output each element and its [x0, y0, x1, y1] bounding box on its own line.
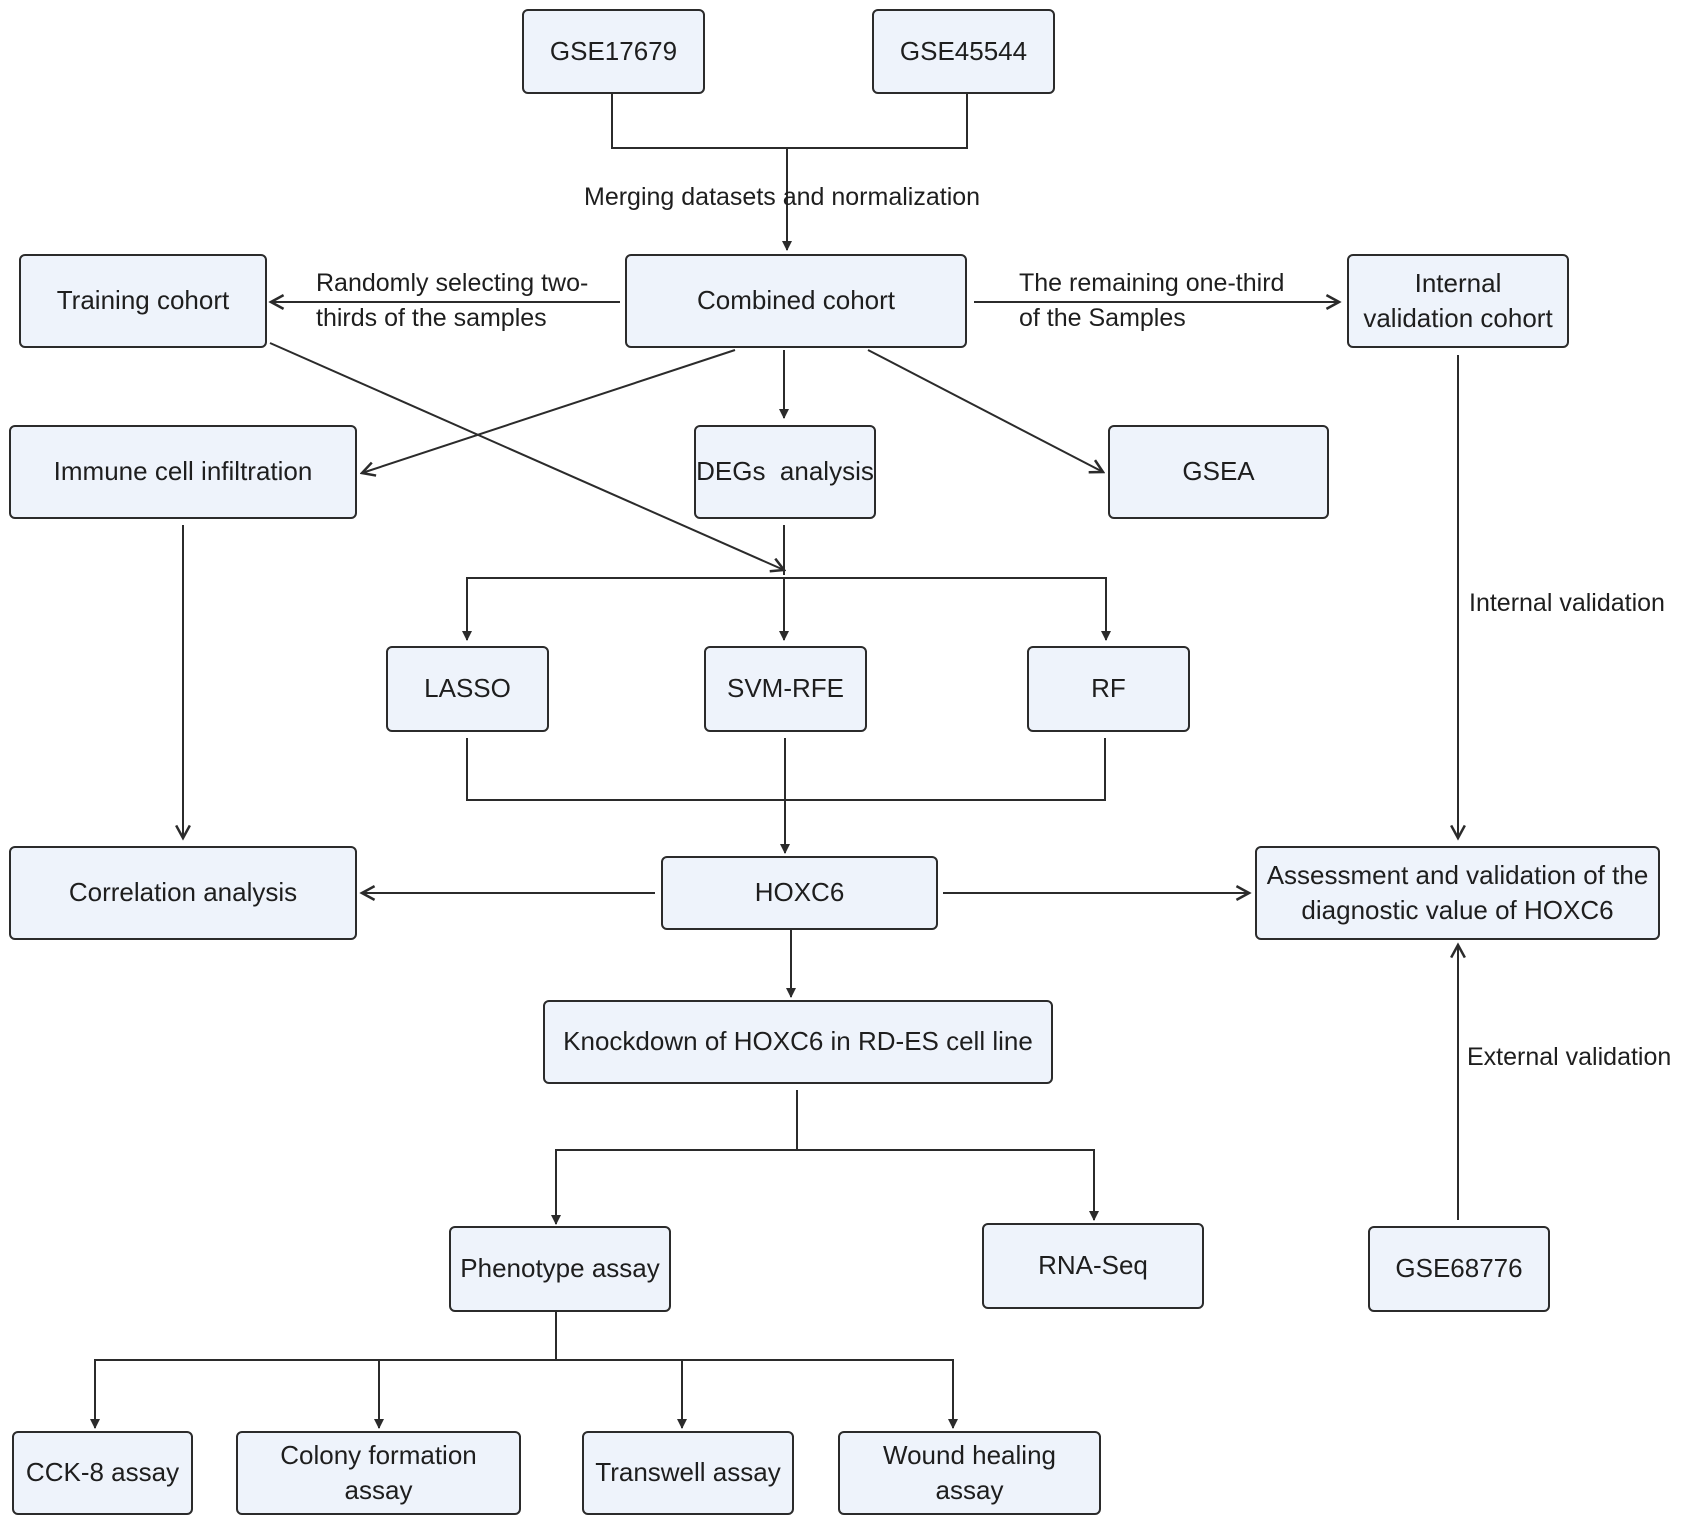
assessment-label-line1: Assessment and validation of the: [1266, 859, 1649, 890]
rna-seq-label: RNA-Seq: [1038, 1250, 1148, 1281]
phenotype-assay-label: Phenotype assay: [460, 1253, 660, 1284]
training-cohort-node: Training cohort: [19, 254, 267, 348]
assessment-node: Assessment and validation of the diagnos…: [1255, 846, 1660, 940]
internal-validation-label: Internal validation: [1469, 589, 1665, 617]
gsea-node: GSEA: [1108, 425, 1329, 519]
immune-cell-infiltration-node: Immune cell infiltration: [9, 425, 357, 519]
immune-cell-infiltration-label: Immune cell infiltration: [53, 456, 313, 487]
random-selection-label-line2: thirds of the samples: [316, 304, 547, 332]
lasso-node: LASSO: [386, 646, 549, 732]
hoxc6-node: HOXC6: [661, 856, 938, 930]
combined-cohort-node: Combined cohort: [625, 254, 967, 348]
transwell-assay-node: Transwell assay: [582, 1431, 794, 1515]
knockdown-label: Knockdown of HOXC6 in RD-ES cell line: [563, 1026, 1033, 1057]
random-selection-label-line1: Randomly selecting two-: [316, 269, 589, 297]
rf-node: RF: [1027, 646, 1190, 732]
cck8-assay-label: CCK-8 assay: [25, 1457, 180, 1488]
gse45544-node: GSE45544: [872, 9, 1055, 94]
remaining-label-line1: The remaining one-third: [1019, 269, 1285, 297]
external-validation-label: External validation: [1467, 1043, 1672, 1071]
knockdown-split-line: [555, 1149, 1095, 1224]
degs-analysis-node: DEGs analysis: [694, 425, 876, 519]
cck8-assay-node: CCK-8 assay: [12, 1431, 193, 1515]
assessment-label-line2: diagnostic value of HOXC6: [1301, 895, 1614, 925]
phenotype-split-line: [94, 1359, 954, 1428]
random-selection-label: Randomly selecting two- thirds of the sa…: [316, 266, 588, 336]
gse17679-label: GSE17679: [549, 35, 678, 66]
merge-bracket: [611, 92, 968, 149]
remaining-label-line2: of the Samples: [1019, 304, 1186, 332]
gse17679-node: GSE17679: [522, 9, 705, 94]
correlation-analysis-node: Correlation analysis: [9, 846, 357, 940]
internal-validation-cohort-node: Internal validation cohort: [1347, 254, 1569, 348]
combined-cohort-label: Combined cohort: [697, 285, 895, 316]
degs-analysis-label: DEGs analysis: [696, 456, 874, 487]
lasso-label: LASSO: [424, 673, 511, 704]
colony-formation-assay-label: Colony formation assay: [280, 1439, 477, 1505]
hoxc6-label: HOXC6: [754, 877, 845, 908]
svm-rfe-label: SVM-RFE: [727, 673, 844, 704]
training-cohort-label: Training cohort: [56, 285, 230, 316]
internal-validation-cohort-label-line1: Internal: [1414, 267, 1502, 298]
gsea-label: GSEA: [1182, 456, 1255, 487]
wound-healing-assay-node: Wound healing assay: [838, 1431, 1101, 1515]
phenotype-assay-node: Phenotype assay: [449, 1226, 671, 1312]
merging-label: Merging datasets and normalization: [584, 183, 981, 211]
gse68776-label: GSE68776: [1395, 1253, 1523, 1284]
transwell-assay-label: Transwell assay: [595, 1457, 781, 1488]
svm-rfe-node: SVM-RFE: [704, 646, 867, 732]
combined-to-gsea-arrow: [867, 349, 1103, 472]
rna-seq-node: RNA-Seq: [982, 1223, 1204, 1309]
rf-label: RF: [1091, 673, 1126, 704]
combined-to-immune-arrow: [362, 349, 736, 473]
knockdown-node: Knockdown of HOXC6 in RD-ES cell line: [543, 1000, 1053, 1084]
remaining-label: The remaining one-third of the Samples: [1019, 266, 1284, 336]
internal-validation-cohort-label-line2: validation cohort: [1363, 303, 1553, 333]
gse45544-label: GSE45544: [899, 35, 1028, 66]
selection-split-line: [466, 577, 1107, 640]
colony-formation-assay-node: Colony formation assay: [236, 1431, 521, 1515]
correlation-analysis-label: Correlation analysis: [68, 877, 298, 908]
gse68776-node: GSE68776: [1368, 1226, 1550, 1312]
wound-healing-assay-label: Wound healing assay: [883, 1439, 1056, 1505]
training-to-selection-arrow: [269, 342, 784, 570]
